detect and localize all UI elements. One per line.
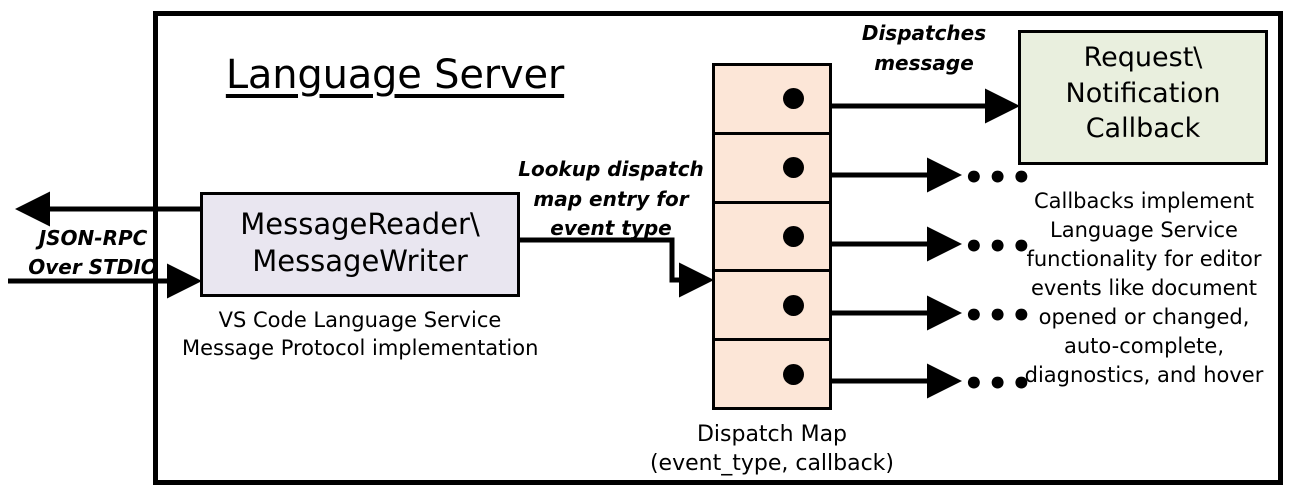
dispatch-map-table[interactable] [712, 63, 832, 410]
transport-label: JSON-RPC Over STDIO [28, 226, 158, 279]
ellipsis-row-2: ••• [963, 158, 1035, 198]
callback-pointer-dot [783, 157, 804, 179]
diagram-title: Language Server [225, 52, 565, 98]
request-notification-callback-label: Request\ Notification Callback [1065, 42, 1221, 145]
message-reader-writer-label: MessageReader\ MessageWriter [240, 207, 480, 279]
callback-pointer-dot [783, 88, 804, 110]
dispatch-map-caption: Dispatch Map (event_type, callback) [649, 422, 895, 477]
callback-pointer-dot [783, 363, 804, 385]
ellipsis-row-3: ••• [963, 227, 1035, 267]
callback-description-caption: Callbacks implement Language Service fun… [1024, 189, 1264, 387]
ellipsis-row-5: ••• [963, 364, 1035, 404]
dispatches-message-label: Dispatches message [861, 21, 987, 75]
message-reader-writer-box[interactable] [200, 192, 520, 297]
dispatch-map-row[interactable] [715, 66, 829, 135]
language-server-container [153, 11, 1283, 485]
lookup-arrow [520, 237, 715, 298]
callback-pointer-dot [783, 225, 804, 247]
lookup-dispatch-label: Lookup dispatch map entry for event type [518, 157, 704, 241]
callback-pointer-dot [783, 294, 804, 316]
dispatch-map-row[interactable] [715, 135, 829, 204]
ellipsis-row-4: ••• [963, 296, 1035, 336]
request-notification-callback-box[interactable] [1018, 30, 1268, 165]
message-reader-writer-caption: VS Code Language Service Message Protoco… [182, 308, 539, 361]
dispatch-map-row[interactable] [715, 341, 829, 407]
dispatch-map-row[interactable] [715, 204, 829, 273]
dispatch-map-row[interactable] [715, 272, 829, 342]
